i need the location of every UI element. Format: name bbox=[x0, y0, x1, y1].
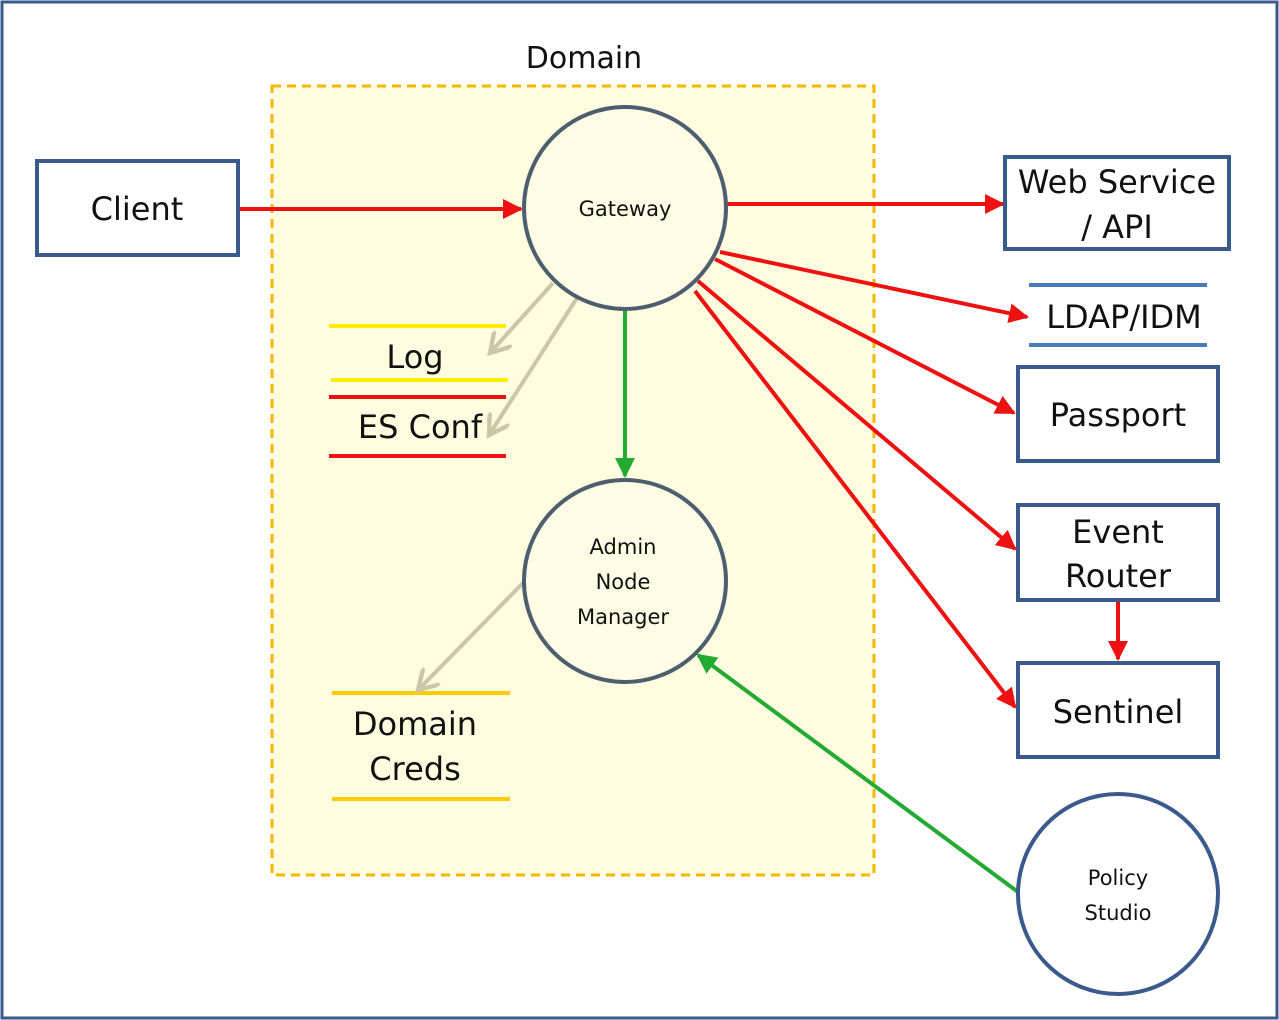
eventrouter-box bbox=[1016, 503, 1220, 602]
eventrouter-label-line2: Router bbox=[1065, 557, 1172, 595]
admin-label-line3: Manager bbox=[577, 605, 669, 629]
esconf-label: ES Conf bbox=[358, 408, 483, 446]
gateway-label: Gateway bbox=[579, 197, 672, 221]
sentinel-label: Sentinel bbox=[1053, 693, 1184, 731]
policystudio-to-admin-arrow bbox=[696, 653, 1020, 894]
log-label: Log bbox=[386, 338, 443, 376]
webservice-box bbox=[1003, 155, 1231, 251]
gateway-to-log-arrow bbox=[490, 281, 555, 353]
client-box bbox=[35, 159, 240, 257]
passport-box bbox=[1016, 365, 1220, 463]
admin-label-line1: Admin bbox=[590, 535, 657, 559]
webservice-label-line1: Web Service bbox=[1018, 163, 1216, 201]
policystudio-node bbox=[1016, 792, 1220, 996]
creds-label-line2: Creds bbox=[369, 750, 460, 788]
policystudio-label-line2: Studio bbox=[1085, 901, 1152, 925]
gateway-node bbox=[522, 105, 728, 311]
gateway-to-eventrouter-arrow bbox=[696, 279, 1017, 551]
webservice-label-line2: / API bbox=[1081, 208, 1153, 246]
sentinel-box bbox=[1016, 661, 1220, 759]
admin-label-line2: Node bbox=[596, 570, 651, 594]
gateway-to-sentinel-arrow bbox=[693, 289, 1017, 709]
policystudio-label-line1: Policy bbox=[1088, 866, 1148, 890]
ldap-label: LDAP/IDM bbox=[1046, 298, 1202, 336]
admin-to-creds-arrow bbox=[418, 581, 525, 690]
gateway-to-passport-arrow bbox=[714, 257, 1016, 415]
domain-title: Domain bbox=[526, 41, 642, 76]
gateway-to-esconf-arrow bbox=[489, 296, 579, 435]
creds-label-line1: Domain bbox=[353, 705, 477, 743]
gateway-to-ldap-arrow bbox=[719, 250, 1029, 324]
eventrouter-label-line1: Event bbox=[1072, 513, 1164, 551]
passport-label: Passport bbox=[1050, 396, 1186, 434]
client-label: Client bbox=[91, 190, 184, 228]
admin-node bbox=[522, 478, 728, 684]
